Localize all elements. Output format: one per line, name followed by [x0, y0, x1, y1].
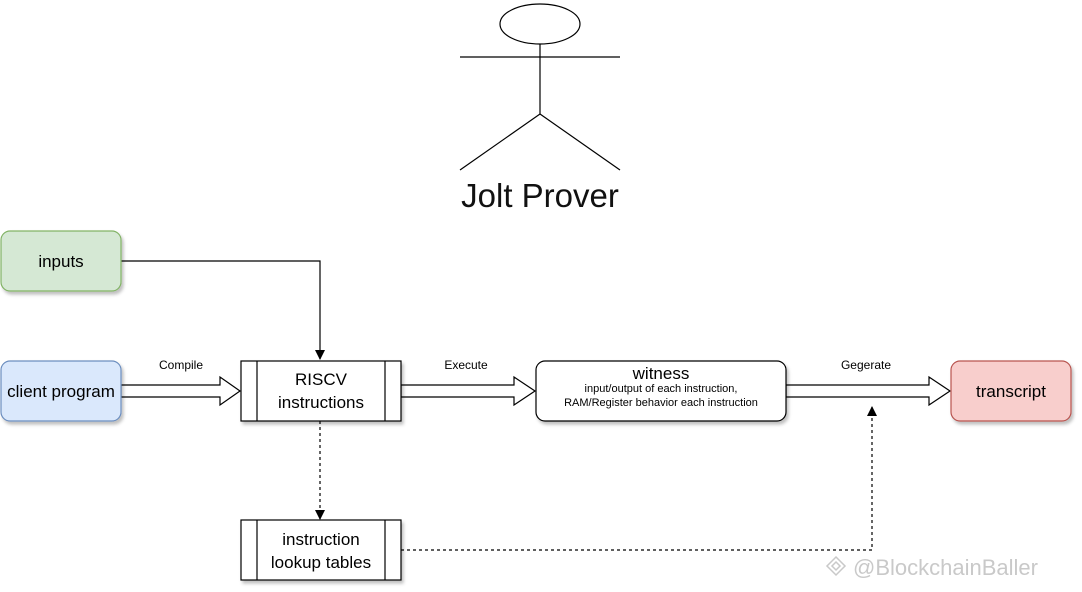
- node-riscv-box: [240, 360, 402, 422]
- node-riscv-label-line1: RISCV: [295, 370, 348, 389]
- actor-title: Jolt Prover: [461, 177, 619, 214]
- node-transcript-box: [950, 360, 1072, 422]
- node-transcript-label: transcript: [976, 382, 1046, 401]
- node-witness-title: witness: [632, 364, 690, 383]
- node-witness: witness input/output of each instruction…: [535, 360, 787, 422]
- edge-label-execute: Execute: [444, 358, 488, 372]
- edge-label-compile: Compile: [159, 358, 203, 372]
- node-client-program: client program: [0, 360, 122, 422]
- node-witness-line1: input/output of each instruction,: [585, 383, 738, 395]
- node-client-program-label: client program: [7, 382, 115, 401]
- edge-inputs-to-riscv: [121, 260, 325, 360]
- node-lookup-label-line2: lookup tables: [271, 553, 371, 572]
- node-inputs-box: [0, 230, 122, 292]
- compile-arrow: [120, 375, 242, 407]
- actor-stick-figure-icon: [459, 3, 621, 171]
- node-riscv-label-line2: instructions: [278, 393, 364, 412]
- node-witness-line2: RAM/Register behavior each instruction: [564, 397, 758, 409]
- node-instruction-lookup-tables: instruction lookup tables: [240, 519, 402, 581]
- edge-label-generate: Gegerate: [841, 358, 891, 372]
- node-riscv-instructions: RISCV instructions: [240, 360, 402, 422]
- watermark-text: @BlockchainBaller: [853, 555, 1038, 580]
- actor-left-leg: [459, 113, 541, 171]
- generate-arrow: [785, 375, 952, 407]
- watermark-logo-icon: [825, 555, 847, 577]
- watermark: @BlockchainBaller: [825, 555, 1038, 580]
- actor-right-leg: [539, 113, 621, 171]
- node-inputs: inputs: [0, 230, 122, 292]
- edge-lookup-to-transcript: [401, 406, 877, 551]
- actor-head: [499, 3, 581, 45]
- node-witness-box: [535, 360, 787, 422]
- node-inputs-label: inputs: [38, 252, 83, 271]
- node-lookup-box: [240, 519, 402, 581]
- node-transcript: transcript: [950, 360, 1072, 422]
- execute-arrow: [400, 375, 537, 407]
- node-lookup-label-line1: instruction: [282, 530, 359, 549]
- node-client-program-box: [0, 360, 122, 422]
